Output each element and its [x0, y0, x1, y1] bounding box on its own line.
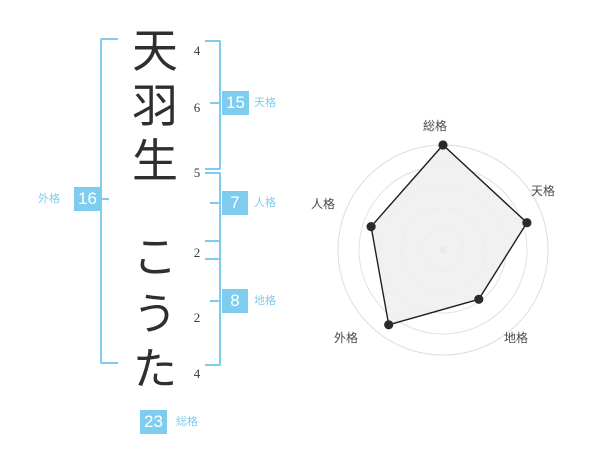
- soukaku-badge-label: 総格: [176, 415, 198, 428]
- radar-axis-label-soukaku: 総格: [423, 119, 448, 133]
- tenkaku-badge-label: 天格: [254, 96, 276, 109]
- name-char-3: 生: [132, 134, 178, 188]
- tenkaku-bracket: [205, 40, 221, 170]
- stroke-count-1: 4: [193, 43, 201, 58]
- radar-axis-label-chikaku: 地格: [504, 331, 529, 345]
- stroke-count-6: 4: [193, 366, 201, 381]
- radar-axis-label-tenkaku: 天格: [531, 184, 556, 198]
- chikaku-bracket-tick: [210, 300, 219, 302]
- gaikaku-bracket-tick: [100, 198, 109, 200]
- jinkaku-bracket-tick: [210, 202, 219, 204]
- soukaku-badge[interactable]: 23: [140, 410, 167, 434]
- stroke-count-2: 6: [193, 100, 201, 115]
- jinkaku-badge-label: 人格: [254, 196, 276, 209]
- stroke-count-4: 2: [193, 245, 201, 260]
- name-char-5: う: [133, 289, 177, 340]
- chikaku-badge-label: 地格: [254, 294, 276, 307]
- name-char-6: た: [133, 344, 177, 395]
- stroke-count-3: 5: [193, 165, 201, 180]
- radar-chart-svg: [337, 140, 549, 356]
- radar-chart: 総格 天格 地格 外格 人格: [300, 100, 600, 390]
- jinkaku-bracket: [205, 172, 221, 260]
- gaikaku-badge[interactable]: 16: [74, 187, 101, 211]
- gaikaku-badge-label: 外格: [38, 192, 60, 205]
- radar-data-points: [366, 140, 532, 330]
- stroke-count-5: 2: [193, 310, 201, 325]
- name-char-4: こ: [133, 232, 177, 283]
- tenkaku-bracket-tick: [210, 102, 219, 104]
- name-breakdown-panel: 16 外格 天 4 羽 6 生 5 こ 2 う 2 た 4 15 天格 7 人格…: [38, 24, 276, 434]
- jinkaku-badge[interactable]: 7: [222, 191, 248, 215]
- radar-axis-label-jinkaku: 人格: [311, 197, 336, 211]
- gaikaku-bracket: [100, 38, 118, 364]
- chikaku-badge[interactable]: 8: [222, 289, 248, 313]
- tenkaku-badge[interactable]: 15: [222, 91, 249, 115]
- radar-axis-label-gaikaku: 外格: [334, 331, 359, 345]
- chikaku-bracket: [205, 240, 221, 366]
- name-char-2: 羽: [132, 79, 178, 133]
- name-char-1: 天: [132, 24, 178, 78]
- radar-series-画数: [370, 144, 528, 326]
